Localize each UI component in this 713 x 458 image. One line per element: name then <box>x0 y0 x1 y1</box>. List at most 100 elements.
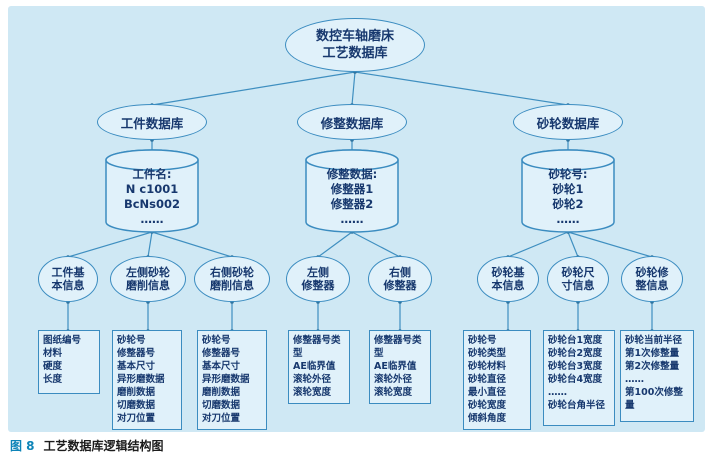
list-line: 滚轮外径 <box>374 374 413 385</box>
list-line: 第1次修整量 <box>625 348 680 359</box>
list-line: 砂轮号 <box>117 335 146 346</box>
list-line: 修整器号 <box>117 348 156 359</box>
box-wheel-dressing-info: 砂轮当前半径第1次修整量第2次修整量 …… 第100次修整量 <box>620 330 694 422</box>
list-line: 倾斜角度 <box>468 413 507 424</box>
box-wheel-basic-info: 砂轮号砂轮类型砂轮材料砂轮直径最小直径砂轮宽度倾斜角度 <box>463 330 531 430</box>
list-line: …… <box>556 212 580 226</box>
list-line: 砂轮台1宽度 <box>548 335 603 346</box>
box-right-wheel-grinding-info: 砂轮号修整器号基本尺寸异形磨数据磨削数据切磨数据对刀位置 <box>197 330 267 430</box>
node-workpiece-db: 工件数据库 <box>97 104 207 140</box>
list-line: 第2次修整量 <box>625 361 680 372</box>
list-line: 切磨数据 <box>202 400 241 411</box>
list-line: 砂轮台角半径 <box>548 400 606 411</box>
list-line: 硬度 <box>43 361 63 372</box>
list-line: 右侧砂轮 <box>210 266 254 279</box>
leaf-wheel-size-info: 砂轮尺寸信息 <box>547 256 609 302</box>
list-line: 砂轮1 <box>552 182 584 196</box>
list-line: 磨削信息 <box>210 279 254 292</box>
list-line: 修整器号 <box>202 348 241 359</box>
leaf-label: 砂轮尺寸信息 <box>562 266 595 292</box>
list-line: 砂轮号: <box>548 167 588 181</box>
list-line: 工件基 <box>51 266 85 279</box>
list-line: 对刀位置 <box>202 413 241 424</box>
list-line: 图纸编号 <box>43 335 82 346</box>
list-line: 磨削数据 <box>202 387 241 398</box>
figure-label: 图 8 <box>10 439 35 453</box>
list-line: …… <box>625 374 644 385</box>
leaf-label: 右侧修整器 <box>384 266 417 292</box>
leaf-wheel-basic-info: 砂轮基本信息 <box>477 256 539 302</box>
node-dressing-db: 修整数据库 <box>297 104 407 140</box>
database-cylinder-icon <box>521 149 615 233</box>
list-line: AE临界值 <box>374 361 417 372</box>
leaf-left-wheel-grinding-info: 左侧砂轮磨削信息 <box>110 256 186 302</box>
list-line: 工艺数据库 <box>322 46 388 61</box>
list-line: 砂轮当前半径 <box>625 335 683 346</box>
list-line: 滚轮宽度 <box>293 387 332 398</box>
node-workpiece-db-label: 工件数据库 <box>120 115 184 131</box>
list-line: …… <box>140 212 164 226</box>
list-line: 左侧 <box>307 266 329 279</box>
list-line: 工件名: <box>132 167 172 181</box>
leaf-right-dresser: 右侧修整器 <box>368 256 432 302</box>
caption-text: 工艺数据库逻辑结构图 <box>43 439 164 453</box>
leaf-label: 左侧修整器 <box>302 266 335 292</box>
box-wheel-size-info: 砂轮台1宽度砂轮台2宽度砂轮台3宽度砂轮台4宽度 …… 砂轮台角半径 <box>543 330 615 426</box>
list-line: 整信息 <box>635 279 669 292</box>
list-line: 砂轮号 <box>468 335 497 346</box>
list-line: 砂轮台4宽度 <box>548 374 603 385</box>
list-line: 砂轮宽度 <box>468 400 507 411</box>
list-line: 异形磨数据 <box>202 374 250 385</box>
root-node-process-database: 数控车轴磨床工艺数据库 <box>285 18 425 72</box>
leaf-label: 砂轮修整信息 <box>636 266 669 292</box>
node-dressing-db-label: 修整数据库 <box>320 115 384 131</box>
list-line: 砂轮尺 <box>561 266 595 279</box>
node-wheel-db-label: 砂轮数据库 <box>536 115 600 131</box>
list-line: 砂轮台3宽度 <box>548 361 603 372</box>
database-cylinder-icon <box>105 149 199 233</box>
root-node-label: 数控车轴磨床工艺数据库 <box>316 28 394 62</box>
list-line: 修整器 <box>383 279 417 292</box>
list-line: 修整器1 <box>330 182 374 196</box>
list-line: 本信息 <box>491 279 525 292</box>
leaf-wheel-dressing-info: 砂轮修整信息 <box>621 256 683 302</box>
list-line: 数控车轴磨床 <box>315 29 394 44</box>
list-line: 材料 <box>43 348 63 359</box>
list-line: …… <box>340 212 364 226</box>
list-line: 磨削数据 <box>117 387 156 398</box>
list-line: 修整数据: <box>326 167 378 181</box>
list-line: N c1001 <box>125 182 179 196</box>
leaf-label: 砂轮基本信息 <box>492 266 525 292</box>
list-line: 砂轮号 <box>202 335 231 346</box>
list-line: 长度 <box>43 374 63 385</box>
leaf-label: 左侧砂轮磨削信息 <box>126 266 170 292</box>
database-cylinder-icon <box>305 149 399 233</box>
list-line: AE临界值 <box>293 361 336 372</box>
box-left-wheel-grinding-info: 砂轮号修整器号基本尺寸异形磨数据磨削数据切磨数据对刀位置 <box>112 330 182 430</box>
list-line: 磨削信息 <box>126 279 170 292</box>
list-line: 修整器 <box>301 279 335 292</box>
list-line: 砂轮2 <box>552 197 584 211</box>
list-line: 砂轮修 <box>635 266 669 279</box>
list-line: 左侧砂轮 <box>126 266 170 279</box>
list-line: 本信息 <box>51 279 85 292</box>
list-line: 切磨数据 <box>117 400 156 411</box>
list-line: 滚轮外径 <box>293 374 332 385</box>
list-line: 砂轮材料 <box>468 361 507 372</box>
list-line: …… <box>548 387 567 398</box>
list-line: 第100次修整量 <box>625 387 683 411</box>
list-line: 砂轮类型 <box>468 348 507 359</box>
list-line: 对刀位置 <box>117 413 156 424</box>
figure-caption: 图 8 工艺数据库逻辑结构图 <box>10 437 164 454</box>
list-line: 砂轮台2宽度 <box>548 348 603 359</box>
leaf-label: 右侧砂轮磨削信息 <box>210 266 254 292</box>
leaf-label: 工件基本信息 <box>52 266 85 292</box>
